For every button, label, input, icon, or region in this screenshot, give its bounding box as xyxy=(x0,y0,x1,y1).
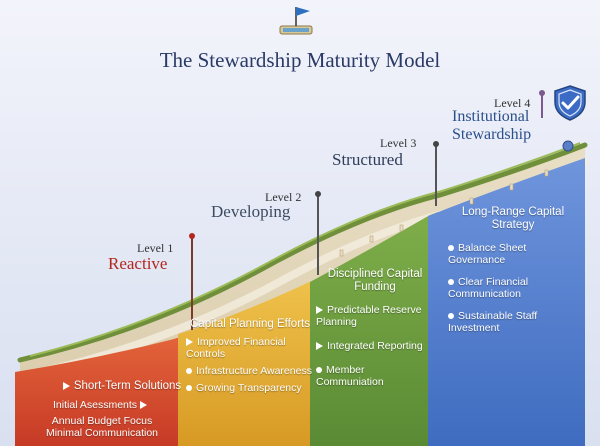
level-3-items: Disciplined Capital Funding Predictable … xyxy=(316,268,434,388)
level-4-item: Balance Sheet Governance xyxy=(448,242,527,266)
level-3-pole-tip xyxy=(433,141,439,147)
level-3-item: Predictable Reserve Planning xyxy=(316,304,422,328)
level-1-items: Short-Term Solutions Initial Asessments … xyxy=(20,380,184,439)
level-1-item: Annual Budget Focus xyxy=(51,415,153,427)
grass-highlight xyxy=(29,142,581,357)
level-3-item: Disciplined Capital Funding xyxy=(327,268,423,293)
arrow-icon xyxy=(186,338,193,347)
level-3-name: Structured xyxy=(332,150,403,169)
level-2-name: Developing xyxy=(211,202,291,221)
level-1-item: Minimal Communication xyxy=(45,427,159,439)
rail-post xyxy=(509,183,514,191)
bullet-icon xyxy=(448,313,454,320)
level-4-items: Long-Range Capital Strategy Balance Shee… xyxy=(448,206,578,334)
bullet-icon xyxy=(316,367,322,374)
shield-check-icon xyxy=(554,85,586,121)
level-3-item: Member Communiation xyxy=(316,364,384,388)
level-4-name: Institutional Stewardship xyxy=(452,108,532,143)
level-2-items: Capital Planning Efforts Improved Financ… xyxy=(186,318,314,394)
rail-post xyxy=(544,169,549,177)
arrow-icon xyxy=(316,306,323,315)
level-3-item: Integrated Reporting xyxy=(316,340,434,352)
level-1-name: Reactive xyxy=(108,254,168,273)
level-2-item: Capital Planning Efforts xyxy=(190,318,310,330)
level-1-item: Short-Term Solutions xyxy=(60,380,184,393)
level-1-pole-tip xyxy=(189,233,195,239)
rail-post xyxy=(469,197,474,205)
level-2-pole-tip xyxy=(315,191,321,197)
level-4-item: Long-Range Capital Strategy xyxy=(461,206,565,231)
bullet-icon xyxy=(448,245,454,252)
arrow-icon xyxy=(62,381,70,390)
rail-post xyxy=(369,235,374,243)
flag-on-stand-icon xyxy=(279,7,313,35)
level-3-number: Level 3 xyxy=(380,136,417,150)
arrow-icon xyxy=(316,342,323,351)
rail-post xyxy=(339,249,344,257)
level-2-number: Level 2 xyxy=(265,190,302,204)
level-2-item: Improved Financial Controls xyxy=(186,336,286,360)
bullet-icon xyxy=(186,368,192,375)
level-1-block xyxy=(15,335,188,446)
bullet-icon xyxy=(186,385,192,392)
page-title: The Stewardship Maturity Model xyxy=(159,48,441,72)
level-4-item: Sustainable Staff Investment xyxy=(448,310,538,334)
level-4-block xyxy=(428,158,585,446)
summit-knob xyxy=(562,140,574,152)
level-3-block xyxy=(310,212,438,446)
level-4-number: Level 4 xyxy=(494,96,531,110)
bullet-icon xyxy=(448,279,454,286)
rail-post xyxy=(399,224,404,232)
level-1-number: Level 1 xyxy=(137,241,174,255)
arrow-icon xyxy=(139,401,147,410)
level-2-block xyxy=(178,278,318,446)
grass-edge xyxy=(17,142,588,363)
level-2-item: Growing Transparency xyxy=(186,382,314,394)
level-4-pole-tip xyxy=(539,90,545,96)
level-1-item: Initial Asessments xyxy=(20,399,184,411)
level-4-item: Clear Financial Communication xyxy=(448,276,529,300)
level-2-item: Infrastructure Awareness xyxy=(186,365,314,377)
